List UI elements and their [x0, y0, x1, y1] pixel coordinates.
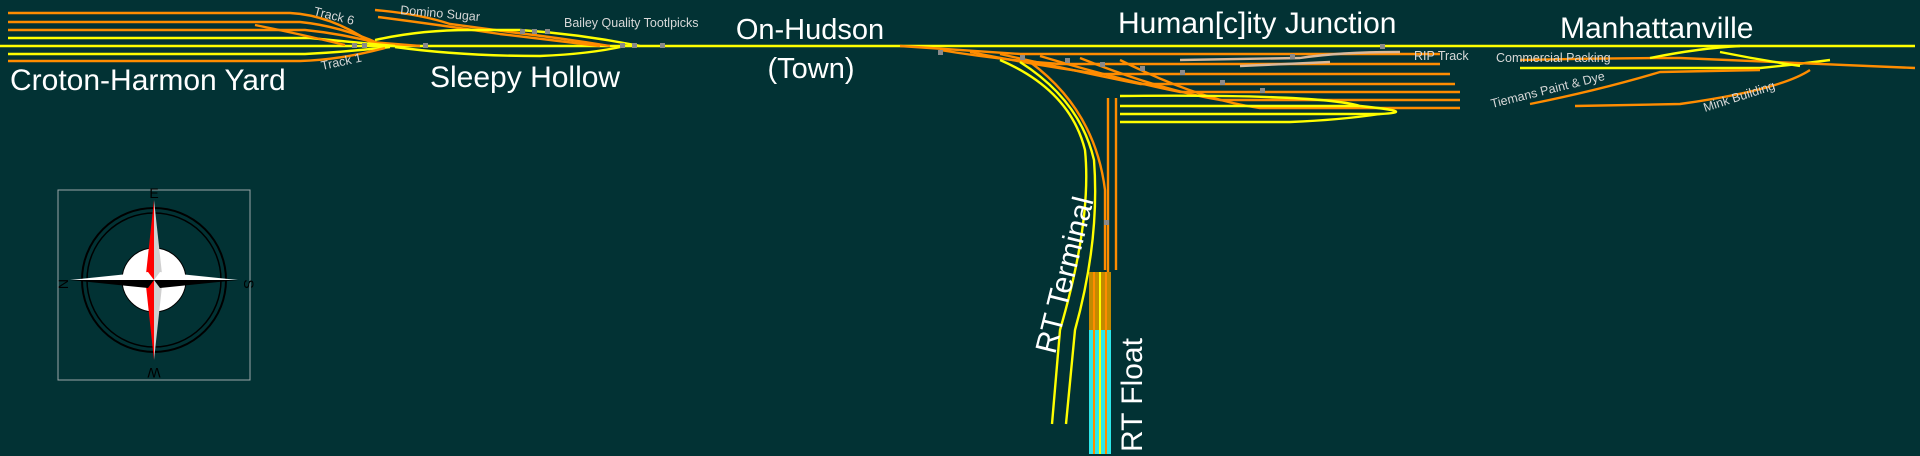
label-rt-float: RT Float [1116, 337, 1149, 452]
manhattanville-tracks [1519, 44, 1916, 108]
sleepy-hollow-tracks [374, 8, 665, 58]
compass-letter-s: S [241, 279, 257, 288]
label-commercial-packing: Commercial Packing [1496, 51, 1611, 65]
label-manhattanville: Manhattanville [1560, 12, 1753, 45]
compass-letter-w: W [147, 365, 161, 381]
label-track-1: Track 1 [320, 51, 363, 73]
humancity-junction-tracks [899, 44, 1460, 124]
croton-harmon-yard-tracks [8, 11, 421, 63]
label-humancity-junction: Human[c]ity Junction [1118, 7, 1396, 40]
label-on-hudson-town: (Town) [767, 53, 854, 85]
rt-float [1089, 220, 1111, 454]
label-croton-harmon-yard: Croton-Harmon Yard [10, 64, 286, 97]
compass-rose: E N W S [55, 185, 257, 381]
label-rip-track: RIP Track [1414, 49, 1469, 63]
label-bailey-quality-tootlpicks: Bailey Quality Tootlpicks [564, 16, 699, 30]
compass-letter-n: N [55, 279, 71, 289]
label-mink-building: Mink Building [1702, 79, 1777, 115]
compass-letter-e: E [149, 185, 158, 201]
label-sleepy-hollow: Sleepy Hollow [430, 61, 620, 94]
label-domino-sugar: Domino Sugar [400, 3, 481, 24]
label-on-hudson: On-Hudson [736, 14, 884, 46]
